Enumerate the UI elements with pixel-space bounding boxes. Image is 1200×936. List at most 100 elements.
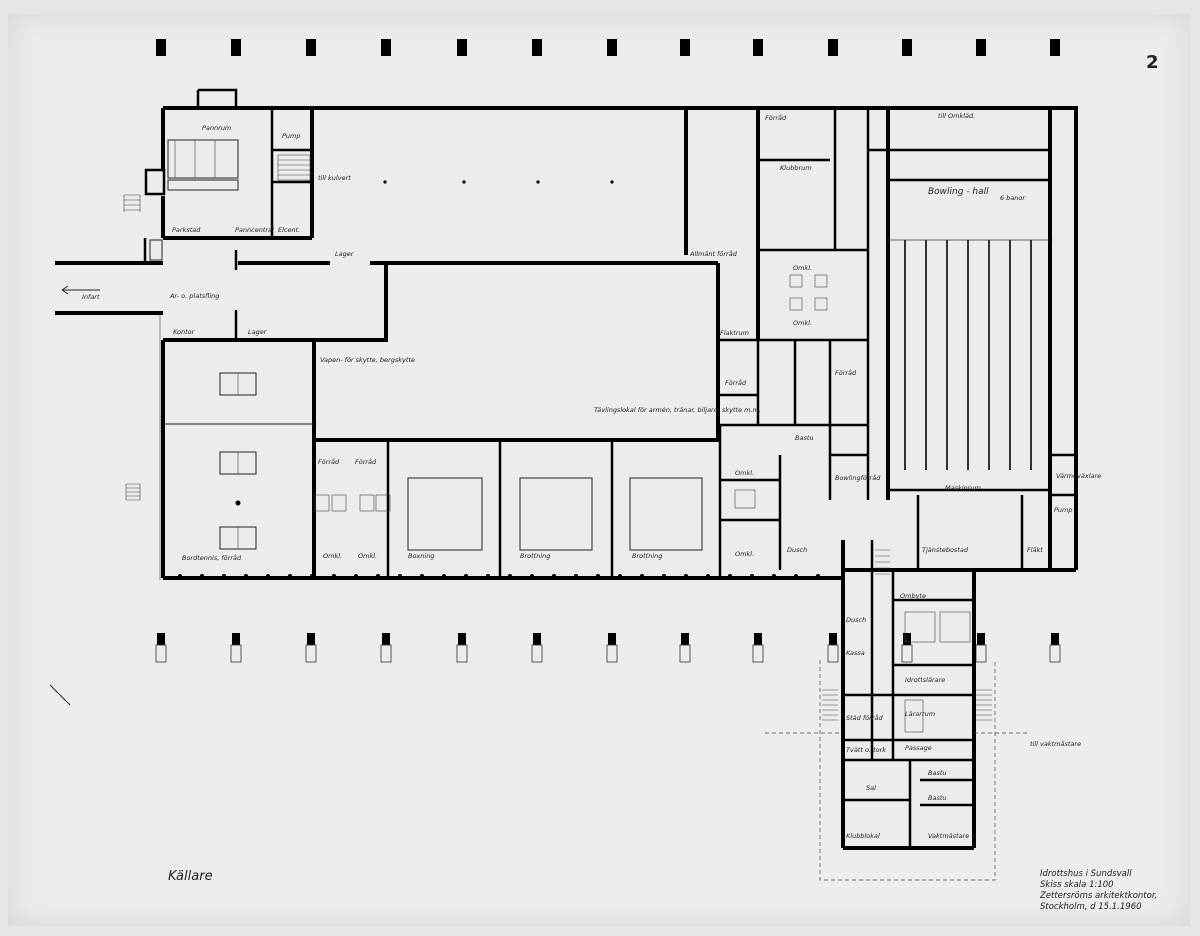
facade-dot — [574, 574, 578, 578]
label-bastu2: Bastu — [928, 769, 947, 777]
column-marker-top — [680, 39, 690, 56]
facade-dot — [728, 574, 732, 578]
label-panncentral: Panncentral — [235, 226, 274, 234]
facade-dot — [332, 574, 336, 578]
label-ent-forr: Städ förråd — [846, 713, 883, 722]
plan-details — [49, 139, 1030, 881]
label-varmhall: Värmeväxlare — [1056, 472, 1101, 480]
title-line-1: Idrottshus i Sundsvall — [1040, 869, 1132, 879]
label-vaktmastare: Vaktmästare — [928, 832, 969, 840]
label-bastu3: Bastu — [928, 794, 947, 802]
label-fl-ang: Flaktrum — [720, 329, 749, 337]
label-omkl-5: Omkl. — [735, 469, 754, 477]
facade-dot — [310, 574, 314, 578]
label-bowling-hall: Bowling - hall — [928, 187, 989, 197]
column-marker-outline — [380, 644, 392, 663]
label-dag: Dusch — [787, 546, 807, 554]
column-marker-bottom — [157, 633, 165, 645]
column-marker-top — [156, 39, 166, 56]
label-sal: Sal — [866, 784, 876, 792]
column-marker-top — [306, 39, 316, 56]
label-brottning-2: Brottning — [632, 552, 662, 560]
floor-title: Källare — [168, 869, 213, 884]
label-forrad-a: Förråd — [318, 457, 340, 466]
label-kontor: Kontor — [173, 328, 196, 336]
facade-dot — [684, 574, 688, 578]
facade-dot — [530, 574, 534, 578]
column-marker-bottom — [307, 633, 315, 645]
label-bowling-lanes: 6 banor — [1000, 194, 1026, 202]
label-klubbrum: Klubbrum — [780, 164, 812, 172]
label-till-omklad: till Omkläd. — [938, 112, 975, 120]
label-omkl-4: Omkl. — [358, 552, 377, 560]
column-marker-bottom — [977, 633, 985, 645]
label-bastu: Bastu — [795, 434, 814, 442]
column-marker-bottom — [608, 633, 616, 645]
facade-dot — [750, 574, 754, 578]
title-line-3: Zettersröms arkitektkontor, — [1039, 891, 1157, 901]
label-haldeltagare: Idrottslärare — [905, 676, 945, 684]
column-marker-bottom — [232, 633, 240, 645]
label-tvatt: Tvätt o. tork — [846, 746, 886, 754]
column-marker-top — [457, 39, 467, 56]
facade-dot — [552, 574, 556, 578]
label-boxning: Boxning — [408, 552, 434, 560]
label-infart: Infart — [82, 293, 100, 301]
facade-dot — [662, 574, 666, 578]
label-kassa: Kassa — [846, 649, 865, 657]
facade-dot — [596, 574, 600, 578]
column-marker-outline — [230, 644, 242, 663]
column-marker-outline — [155, 644, 167, 663]
label-lager-1: Lager — [335, 250, 355, 258]
label-allm-forrad: Allmänt förråd — [689, 249, 738, 258]
facade-dot — [772, 574, 776, 578]
label-forrad-b: Förråd — [355, 457, 377, 466]
column-marker-outline — [606, 644, 618, 663]
label-arb-platsfling: Ar- o. platsfling — [169, 292, 219, 300]
column-marker-top — [607, 39, 617, 56]
column-marker-top — [1050, 39, 1060, 56]
room-labels: Pannrum Pump Parkstad Panncentral Elcent… — [82, 112, 1101, 840]
column-marker-outline — [305, 644, 317, 663]
facade-dot — [508, 574, 512, 578]
column-marker-top — [902, 39, 912, 56]
column-marker-top — [532, 39, 542, 56]
column-marker-top — [976, 39, 986, 56]
bowling-lanes — [888, 239, 1050, 470]
label-parkstad: Parkstad — [172, 226, 201, 234]
label-forrad-d: Förråd — [725, 378, 747, 387]
label-omkl-1: Omkl. — [793, 264, 812, 272]
column-marker-bottom — [681, 633, 689, 645]
column-marker-bottom — [382, 633, 390, 645]
column-marker-outline — [456, 644, 468, 663]
column-marker-outline — [1049, 644, 1061, 663]
facade-dot — [178, 574, 182, 578]
facade-dot — [398, 574, 402, 578]
label-ombyte: Ombyte — [900, 592, 926, 600]
label-lararrum: Lärarrum — [905, 710, 935, 718]
facade-dot — [706, 574, 710, 578]
label-storage-hall: Tävlingslokal för armén, tränar, biljard… — [594, 406, 761, 414]
facade-dot — [200, 574, 204, 578]
label-vapen: Vapen- för skytte, bergskytte — [320, 356, 415, 364]
facade-dot — [486, 574, 490, 578]
facade-dot — [816, 574, 820, 578]
column-marker-top — [381, 39, 391, 56]
label-lager-2: Lager — [248, 328, 268, 336]
column-marker-outline — [752, 644, 764, 663]
label-fl: Fläkt — [1027, 546, 1043, 554]
label-brottning-1: Brottning — [520, 552, 550, 560]
label-passage: Passage — [905, 744, 932, 752]
sheet-number: 2 — [1146, 52, 1159, 73]
label-pump2: Pump — [1054, 506, 1073, 514]
column-marker-outline — [901, 644, 913, 663]
paper-background — [8, 14, 1190, 926]
title-line-2: Skiss skala 1:100 — [1040, 880, 1114, 890]
label-forrad-c: Förråd — [765, 113, 787, 122]
column-marker-bottom — [533, 633, 541, 645]
label-elcent: Elcent. — [278, 226, 300, 234]
facade-dot — [222, 574, 226, 578]
facade-dot — [442, 574, 446, 578]
label-till-kulvert: till kulvert — [318, 174, 351, 182]
